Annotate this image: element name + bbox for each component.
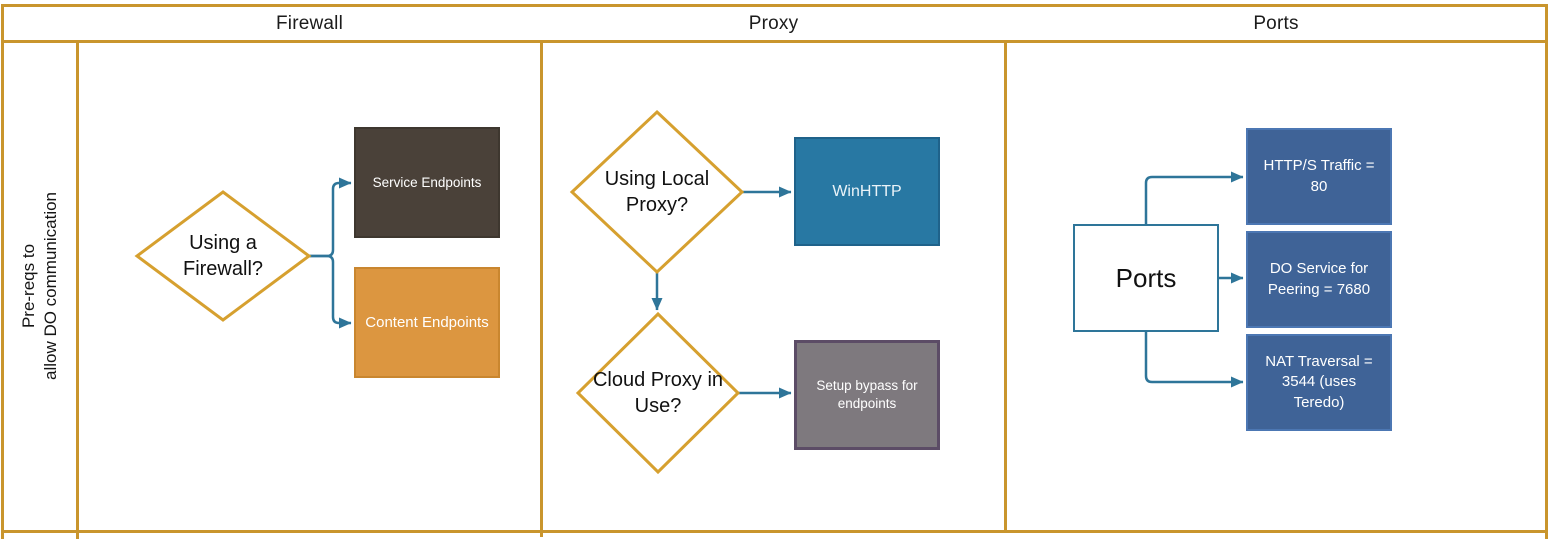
node-ports-source: Ports: [1073, 224, 1219, 332]
node-port-http: HTTP/S Traffic = 80: [1246, 128, 1392, 225]
node-port-http-label: HTTP/S Traffic = 80: [1263, 157, 1375, 195]
node-winhttp: WinHTTP: [794, 137, 940, 246]
decision-cloud-proxy-in-use-shape: [575, 311, 741, 475]
connector-ports-to-http: [1144, 171, 1244, 224]
node-setup-bypass-label: Setup bypass for endpoints: [816, 377, 918, 411]
lane-header-firewall: Firewall: [79, 8, 540, 40]
connector-firewall-to-content: [309, 254, 352, 329]
table-border-left: [1, 4, 4, 539]
connector-ports-to-nat: [1144, 332, 1244, 388]
node-port-peering: DO Service for Peering = 7680: [1246, 231, 1392, 328]
lane-header-proxy: Proxy: [543, 8, 1004, 40]
decision-using-a-firewall-label: Using a Firewall?: [158, 222, 288, 290]
decision-cloud-proxy-in-use-text: Cloud Proxy in Use?: [592, 369, 724, 417]
lane-header-firewall-label: Firewall: [275, 13, 344, 34]
decision-using-local-proxy-label: Using Local Proxy?: [587, 158, 727, 226]
sidebar-column-divider: [76, 43, 79, 539]
node-service-endpoints: Service Endpoints: [354, 127, 500, 238]
node-ports-source-label: Ports: [1115, 262, 1177, 293]
decision-using-a-firewall-text: Using a Firewall?: [182, 232, 264, 280]
connector-firewall-to-service: [309, 177, 352, 258]
node-port-nat: NAT Traversal = 3544 (uses Teredo): [1246, 334, 1392, 431]
table-row-divider: [1, 530, 1548, 533]
node-service-endpoints-label: Service Endpoints: [372, 175, 482, 190]
lane-header-proxy-label: Proxy: [748, 13, 799, 34]
table-border-right: [1545, 4, 1548, 539]
node-setup-bypass: Setup bypass for endpoints: [794, 340, 940, 450]
node-port-nat-label: NAT Traversal = 3544 (uses Teredo): [1265, 353, 1373, 411]
node-content-endpoints-label: Content Endpoints: [365, 314, 489, 331]
table-border-top: [1, 4, 1548, 7]
node-content-endpoints: Content Endpoints: [354, 267, 500, 378]
proxy-ports-divider: [1004, 43, 1007, 530]
decision-using-local-proxy-shape: [569, 109, 745, 275]
table-header-divider: [1, 40, 1548, 43]
lane-header-ports: Ports: [1007, 8, 1545, 40]
decision-using-local-proxy-text: Using Local Proxy?: [604, 168, 710, 216]
node-port-peering-label: DO Service for Peering = 7680: [1267, 260, 1371, 298]
decision-cloud-proxy-in-use-label: Cloud Proxy in Use?: [588, 359, 728, 427]
decision-using-a-firewall-shape: [134, 190, 312, 322]
node-winhttp-label: WinHTTP: [832, 182, 902, 200]
firewall-proxy-divider: [540, 43, 543, 537]
lane-header-ports-label: Ports: [1253, 13, 1299, 34]
